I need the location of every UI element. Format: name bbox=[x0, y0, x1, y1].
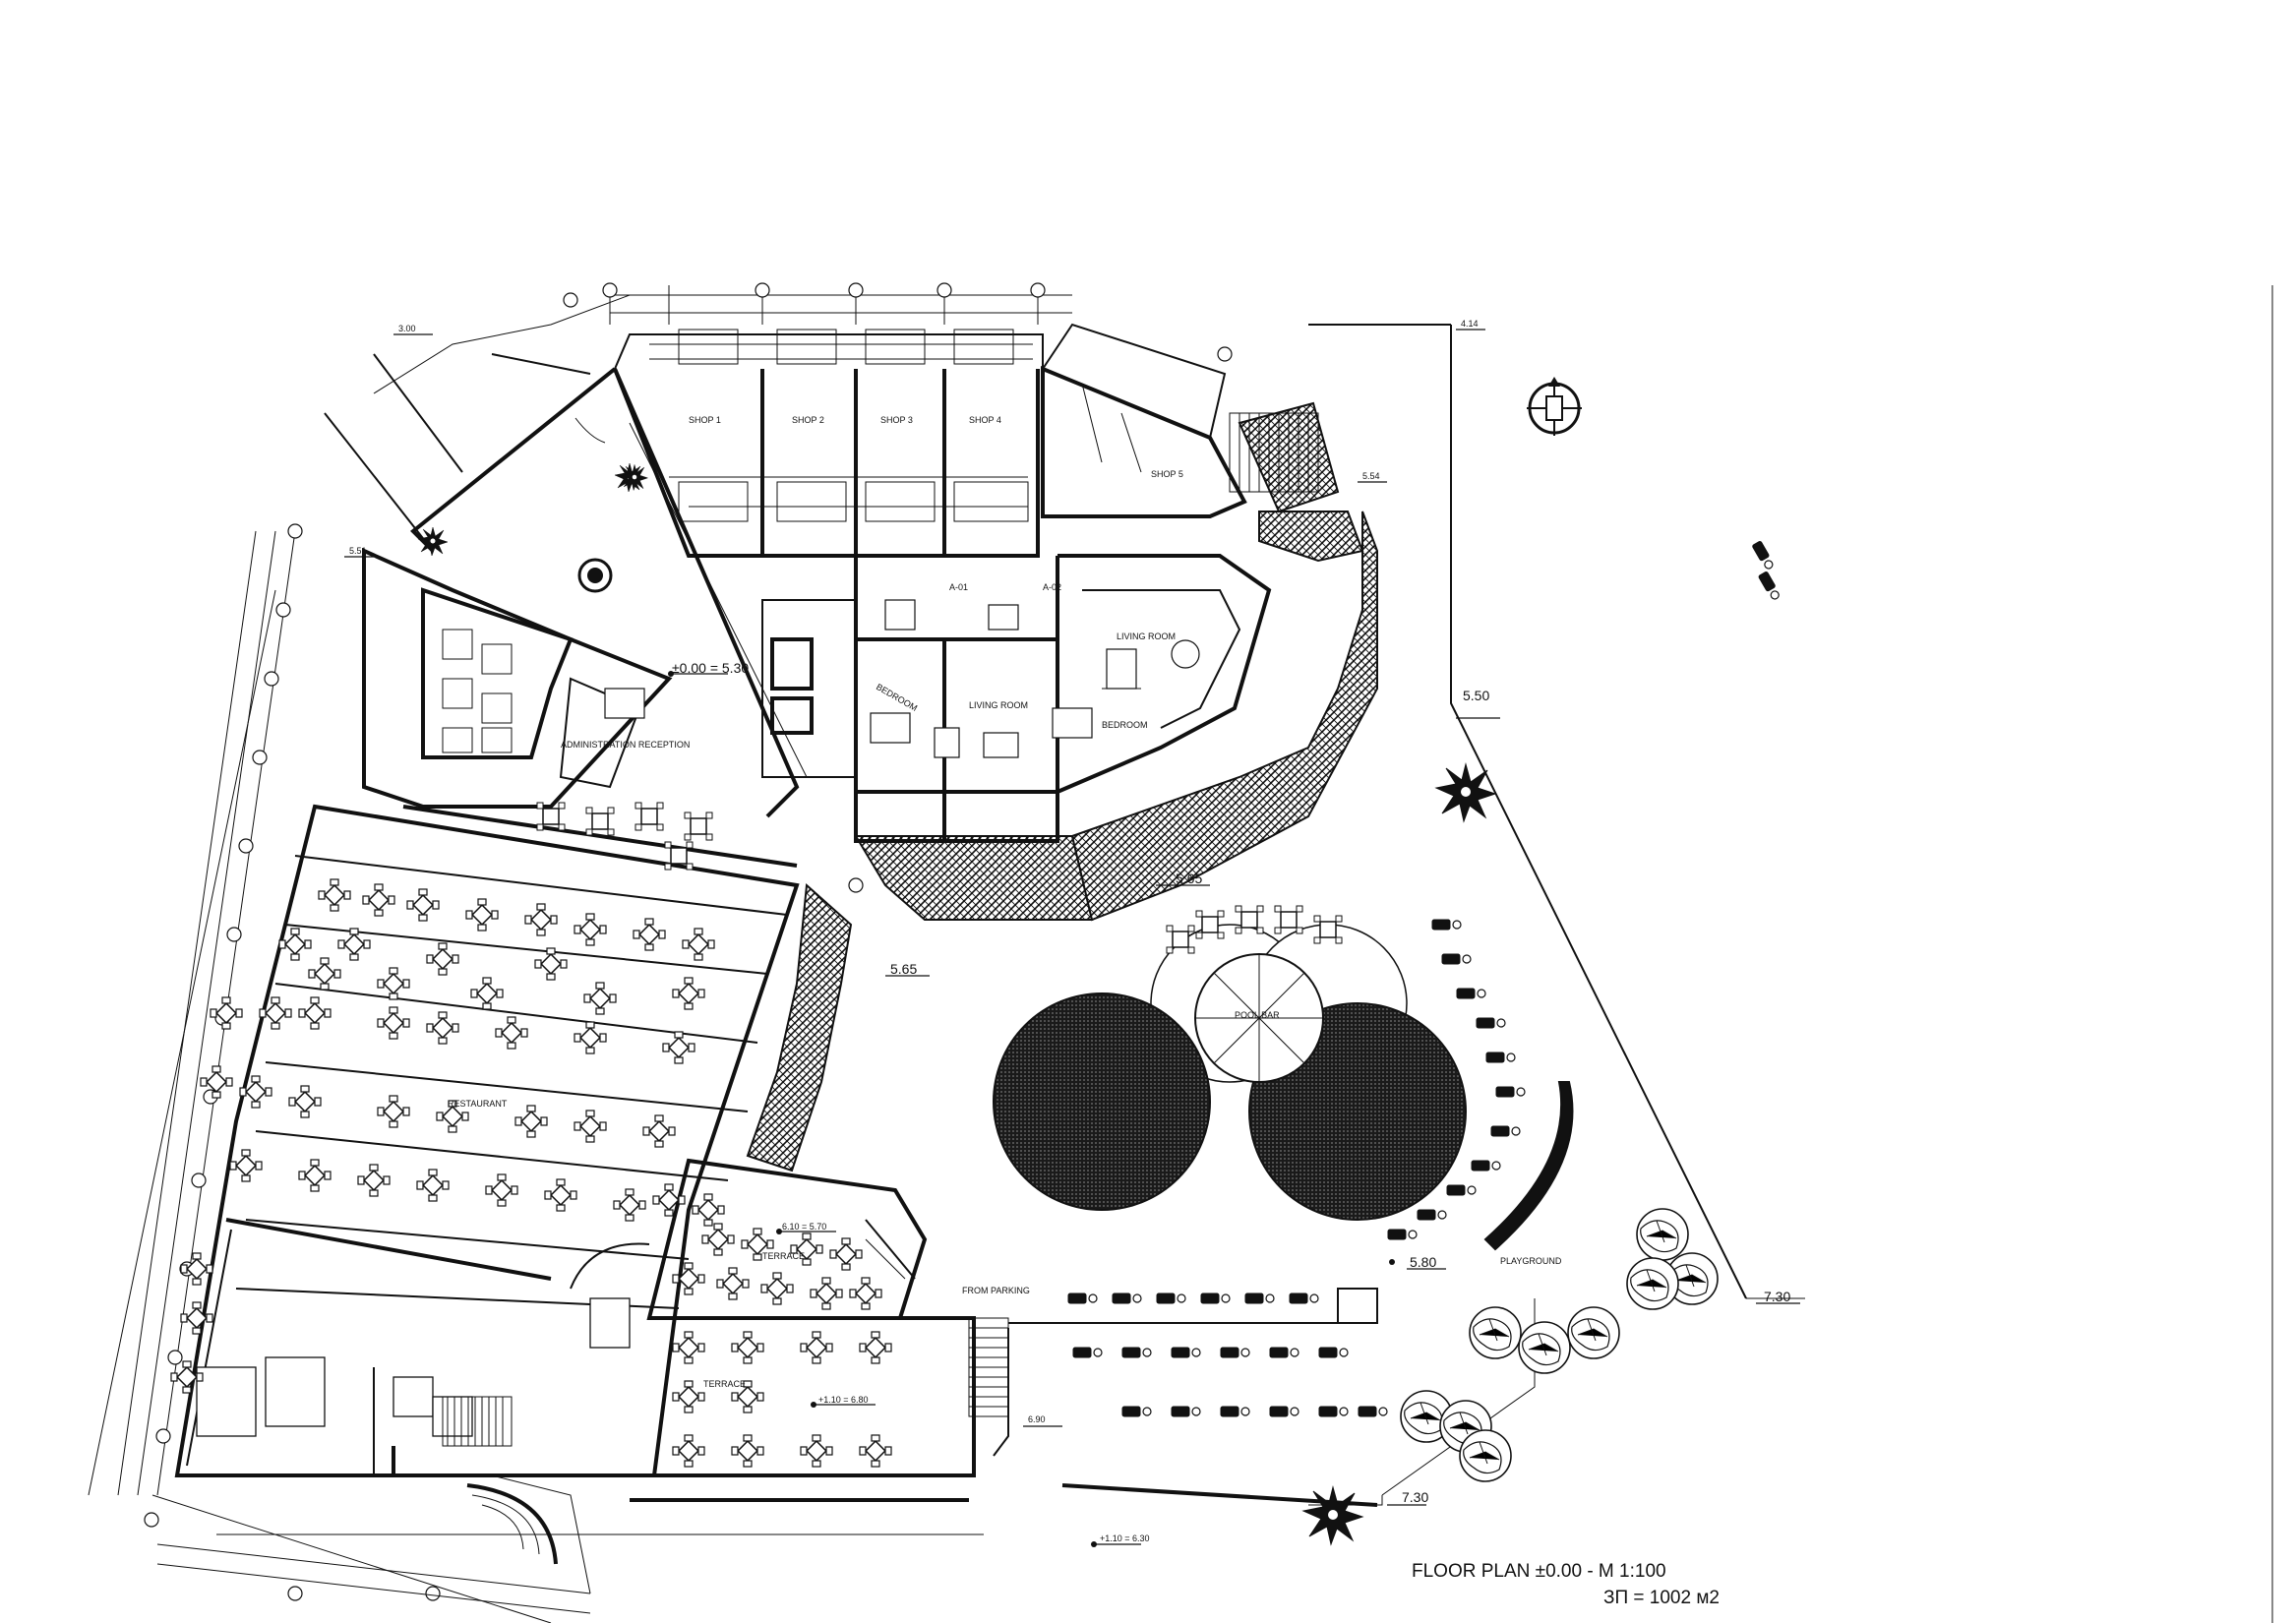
admin-block bbox=[362, 547, 673, 809]
room-label-shop2: SHOP 2 bbox=[792, 415, 824, 425]
room-label-restaurant: RESTAURANT bbox=[448, 1099, 508, 1109]
room-label-shop4: SHOP 4 bbox=[969, 415, 1001, 425]
level-label: 6.10 = 5.70 bbox=[782, 1222, 826, 1232]
level-labels: ±0.00 = 5.30 5.65 5.65 5.50 5.80 7.30 7.… bbox=[349, 319, 1790, 1543]
level-label: 5.50 bbox=[1463, 688, 1489, 703]
room-label-pool-bar: POOL BAR bbox=[1235, 1010, 1280, 1020]
level-label: 5.80 bbox=[1410, 1254, 1436, 1270]
title-block: FLOOR PLAN ±0.00 - M 1:100 ЗП = 1002 м2 bbox=[1412, 1561, 1720, 1608]
grid-lines bbox=[117, 282, 1233, 1614]
plan-title: FLOOR PLAN ±0.00 - M 1:100 bbox=[1412, 1561, 1666, 1582]
level-label: +1.10 = 6.80 bbox=[818, 1395, 869, 1405]
room-label-from-parking: FROM PARKING bbox=[962, 1286, 1030, 1295]
level-label: 7.30 bbox=[1764, 1289, 1790, 1304]
room-label-bedroom: BEDROOM bbox=[875, 682, 919, 713]
level-label: 5.65 bbox=[1176, 871, 1202, 886]
apartment-block bbox=[761, 554, 1272, 843]
level-label: 4.14 bbox=[1461, 319, 1479, 329]
level-label: 5.51 bbox=[349, 546, 367, 556]
apartment-label: A-01 bbox=[949, 582, 968, 592]
level-label: 3.00 bbox=[398, 324, 416, 333]
shop-block bbox=[613, 323, 1319, 558]
level-label: ±0.00 = 5.30 bbox=[672, 660, 749, 676]
north-arrow-icon bbox=[1527, 377, 1582, 436]
room-label-bedroom: BEDROOM bbox=[1102, 720, 1148, 730]
pool bbox=[993, 905, 1467, 1221]
room-label-playground: PLAYGROUND bbox=[1500, 1256, 1562, 1266]
level-label: 5.54 bbox=[1362, 471, 1380, 481]
playground-wall bbox=[1483, 1081, 1574, 1251]
level-label: 5.65 bbox=[890, 961, 917, 977]
restaurant-tables bbox=[170, 802, 715, 1394]
room-label-shop5: SHOP 5 bbox=[1151, 469, 1183, 479]
room-label-terrace: TERRACE bbox=[762, 1251, 805, 1261]
terrace-tables bbox=[652, 1183, 892, 1468]
room-label-terrace: TERRACE bbox=[703, 1379, 746, 1389]
lobby bbox=[324, 353, 808, 818]
level-label: 7.30 bbox=[1402, 1489, 1428, 1505]
room-label-shop1: SHOP 1 bbox=[689, 415, 721, 425]
room-label-shop3: SHOP 3 bbox=[880, 415, 913, 425]
room-label-living-room: LIVING ROOM bbox=[1117, 631, 1176, 641]
plan-area: ЗП = 1002 м2 bbox=[1603, 1588, 1720, 1608]
apartment-label: A-02 bbox=[1043, 582, 1061, 592]
room-label-living-room: LIVING ROOM bbox=[969, 700, 1028, 710]
level-marks bbox=[344, 329, 1800, 1547]
level-label: 6.90 bbox=[1028, 1414, 1046, 1424]
level-label: +1.10 = 6.30 bbox=[1100, 1533, 1150, 1543]
site-boundary bbox=[88, 294, 1805, 1623]
room-label-admin: ADMINISTRATION RECEPTION bbox=[561, 740, 690, 750]
